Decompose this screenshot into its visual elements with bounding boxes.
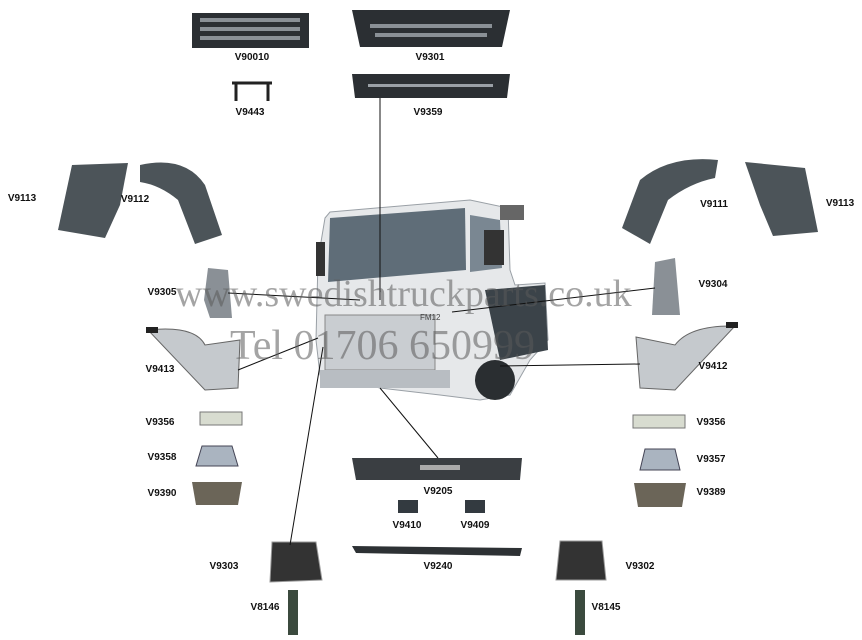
part-label: V9410	[392, 520, 422, 531]
part-label: V9240	[423, 561, 453, 572]
part-label: V9357	[696, 454, 726, 465]
part-label: V9304	[698, 279, 728, 290]
part-v8146-bracket	[288, 590, 298, 635]
part-v9240-spoiler	[352, 546, 522, 556]
part-v9111-fender-right	[622, 159, 718, 244]
part-v9302-headlamp-surround	[555, 540, 607, 581]
part-v9301-grille	[352, 10, 510, 47]
part-v90010-grille	[192, 13, 309, 48]
part-label: V9443	[235, 107, 265, 118]
part-v9303-headlamp-surround	[269, 541, 323, 583]
part-v9304-panel	[652, 258, 680, 315]
truck-badge: FM12	[420, 313, 441, 322]
part-label: V9111	[700, 199, 728, 210]
part-label: V90010	[234, 52, 270, 63]
part-label: V9412	[698, 361, 728, 372]
part-label: V9301	[415, 52, 445, 63]
part-v9409-cover	[465, 500, 485, 513]
part-v9113-fender-left	[58, 163, 128, 238]
part-label: V9303	[209, 561, 239, 572]
part-v9412-step	[635, 325, 737, 391]
truck-cab: FM12	[315, 199, 549, 401]
part-label: V9305	[147, 287, 177, 298]
part-label: V9113	[825, 198, 855, 209]
part-label: V9112	[120, 194, 150, 205]
part-v8145-bracket	[575, 590, 585, 635]
part-v9443-bracket	[232, 81, 272, 101]
part-v9359-grille	[352, 74, 510, 98]
part-v9356-right	[632, 414, 686, 429]
part-label: V9413	[145, 364, 175, 375]
watermark-site: www.swedishtruckparts.co.uk	[175, 273, 632, 315]
part-v9356-left	[199, 411, 243, 426]
part-label: V9205	[423, 486, 453, 497]
part-v9358-step	[195, 445, 239, 467]
part-label: V9302	[625, 561, 655, 572]
part-v9113-fender-right	[745, 162, 818, 236]
part-label: V9358	[147, 452, 177, 463]
part-label: V9113	[7, 193, 37, 204]
part-label: V8145	[591, 602, 621, 613]
part-v9410-cover	[398, 500, 418, 513]
part-label: V9409	[460, 520, 490, 531]
part-v9305-panel	[204, 268, 232, 318]
part-label: V9390	[147, 488, 177, 499]
part-label: V9389	[696, 487, 726, 498]
part-v9112-fender-left	[140, 162, 222, 244]
part-label: V9356	[696, 417, 726, 428]
part-v9389-step	[634, 483, 686, 507]
part-v9413-step	[146, 328, 241, 391]
part-label: V9356	[145, 417, 175, 428]
part-label: V9359	[413, 107, 443, 118]
part-label: V8146	[250, 602, 280, 613]
watermark-phone: Tel 01706 650999	[230, 323, 536, 369]
leader-lines	[227, 98, 656, 546]
part-v9357-step	[639, 448, 681, 471]
part-v9390-step	[192, 482, 242, 505]
